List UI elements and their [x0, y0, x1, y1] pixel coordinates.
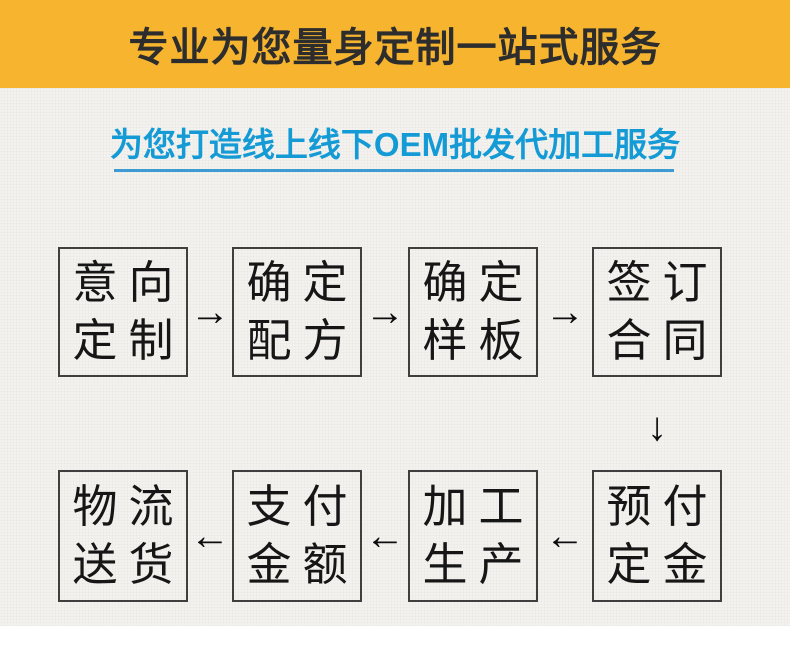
- step-text-line: 样板: [422, 315, 535, 366]
- arrow-right-icon: →: [190, 290, 230, 334]
- arrow-left-icon: ←: [545, 514, 585, 558]
- flow-step-sign-contract: 签订 合同: [592, 247, 722, 377]
- arrow-right-icon: →: [545, 290, 585, 334]
- step-text-line: 配方: [246, 315, 359, 366]
- subtitle: 为您打造线上线下OEM批发代加工服务: [109, 126, 681, 163]
- subtitle-underline: [114, 169, 674, 172]
- step-text-line: 金额: [246, 539, 359, 590]
- step-text-line: 生产: [422, 539, 535, 590]
- step-text-line: 预付: [606, 481, 719, 532]
- flow-step-pay-amount: 支付 金额: [232, 470, 362, 602]
- step-text-line: 物流: [72, 481, 185, 532]
- arrow-right-icon: →: [365, 290, 405, 334]
- arrow-down-icon: ↓: [647, 405, 667, 449]
- step-text-line: 确定: [422, 257, 535, 308]
- step-text-line: 加工: [422, 481, 535, 532]
- step-text-line: 送货: [72, 539, 185, 590]
- step-text-line: 合同: [606, 315, 719, 366]
- flow-step-prepay-deposit: 预付 定金: [592, 470, 722, 602]
- flow-step-intent-customization: 意向 定制: [58, 247, 188, 377]
- step-text-line: 定金: [606, 539, 719, 590]
- footer-white-strip: [0, 626, 790, 648]
- step-text-line: 意向: [72, 257, 185, 308]
- arrow-left-icon: ←: [190, 514, 230, 558]
- header-banner: 专业为您量身定制一站式服务: [0, 0, 790, 88]
- page-title: 专业为您量身定制一站式服务: [128, 26, 662, 70]
- step-text-line: 签订: [606, 257, 719, 308]
- flow-step-confirm-formula: 确定 配方: [232, 247, 362, 377]
- step-text-line: 确定: [246, 257, 359, 308]
- arrow-left-icon: ←: [365, 514, 405, 558]
- step-text-line: 支付: [246, 481, 359, 532]
- flow-step-confirm-sample: 确定 样板: [408, 247, 538, 377]
- flow-step-processing-production: 加工 生产: [408, 470, 538, 602]
- step-text-line: 定制: [72, 315, 185, 366]
- flow-step-logistics-delivery: 物流 送货: [58, 470, 188, 602]
